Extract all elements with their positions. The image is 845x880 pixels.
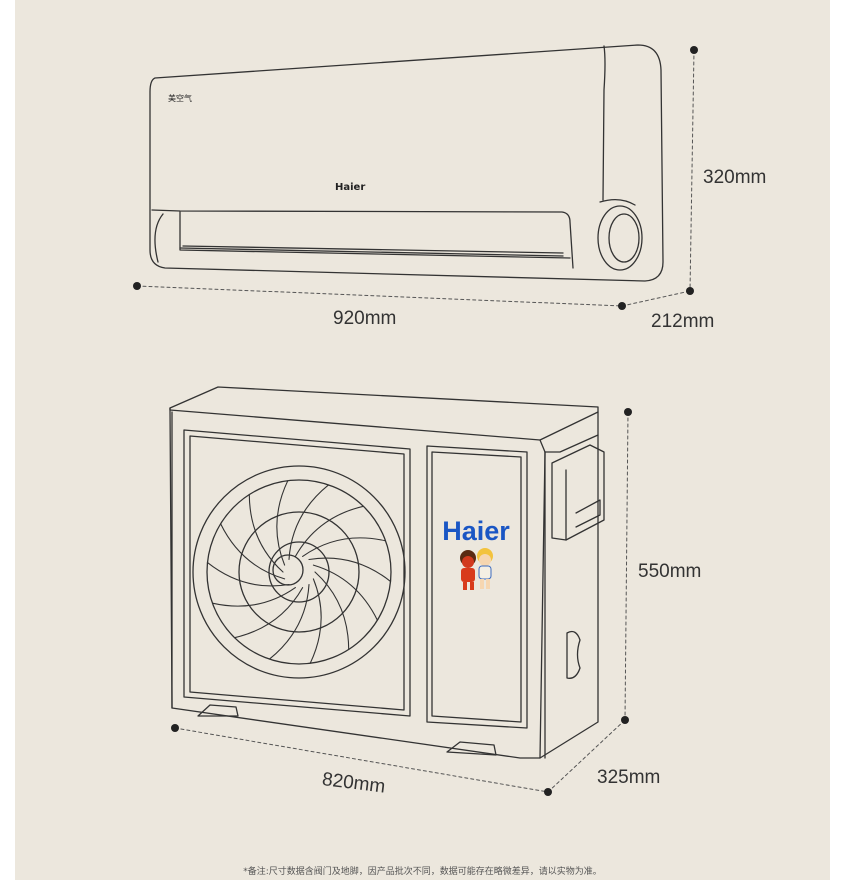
indoor-badge-text: 美空气 [168, 93, 192, 103]
outdoor-depth-label: 325mm [597, 767, 660, 788]
mascot-illustration [460, 548, 493, 590]
dimension-endpoints [133, 46, 698, 796]
fan-blade [294, 505, 364, 557]
fan-blade [312, 564, 378, 621]
dimension-lines [136, 49, 695, 793]
indoor-brand-logo: Haier [335, 182, 365, 193]
fan-blade [314, 571, 350, 650]
footnote: *备注:尺寸数据含阀门及地脚，因产品批次不同，数据可能存在略微差异，请以实物为准… [243, 867, 602, 877]
fan-blade [309, 578, 322, 664]
fan-blade [302, 537, 387, 557]
indoor-width-label: 920mm [333, 308, 396, 329]
fan-blade [308, 557, 392, 582]
fan-blade [288, 484, 330, 561]
fan-blade [206, 562, 290, 587]
fan-blade [234, 587, 304, 639]
outdoor-brand-logo: Haier [442, 516, 510, 546]
indoor-depth-label: 212mm [651, 311, 714, 332]
indoor-unit-drawing [149, 44, 664, 282]
fan-blade [268, 583, 310, 660]
outdoor-unit-drawing [169, 386, 605, 759]
outdoor-height-label: 550mm [638, 561, 701, 582]
product-dimensions-panel: 美空气 Haier Haier 320mm 920mm 212mm 550mm … [15, 0, 830, 880]
fan-blade [220, 523, 286, 580]
fan-blade [276, 480, 289, 566]
outdoor-width-label: 820mm [321, 769, 386, 798]
dimension-drawing: 美空气 Haier Haier 320mm 920mm 212mm 550mm … [133, 44, 766, 798]
fan-blade [211, 587, 296, 607]
fan-blade [248, 494, 284, 573]
indoor-height-label: 320mm [703, 167, 766, 188]
